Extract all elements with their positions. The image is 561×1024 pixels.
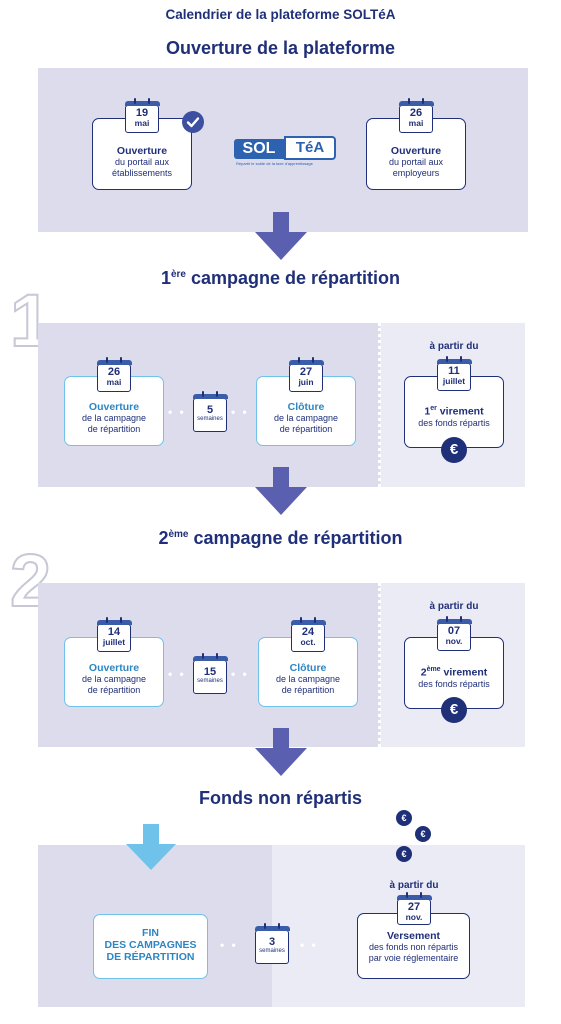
check-icon bbox=[182, 111, 204, 133]
calendar-day: 11 bbox=[448, 365, 460, 377]
section-title-campaign-1: 1ère campagne de répartition bbox=[160, 268, 401, 288]
card-text: des fonds répartis bbox=[418, 417, 490, 428]
logo-tea: TéA bbox=[284, 136, 336, 160]
calendar-icon: 26 mai bbox=[398, 98, 434, 133]
calendar-day: 26 bbox=[409, 107, 423, 119]
down-arrow-icon bbox=[255, 467, 307, 515]
card-title: Ouverture bbox=[390, 145, 442, 157]
dots-separator: • • bbox=[231, 667, 249, 681]
calendar-month: juillet bbox=[102, 637, 126, 647]
card-title: Ouverture bbox=[88, 662, 140, 674]
calendar-icon: 14 juillet bbox=[96, 617, 132, 652]
page-title: Calendrier de la plateforme SOLTéA bbox=[165, 7, 396, 22]
card-text: de la campagne bbox=[81, 674, 147, 684]
calendar-day: 26 bbox=[107, 366, 121, 378]
calendar-month: oct. bbox=[300, 637, 316, 647]
calendar-icon: 27 juin bbox=[288, 357, 324, 392]
dots-separator: • • bbox=[168, 405, 186, 419]
card-title: 1er virement bbox=[424, 405, 484, 418]
section-title-campaign-2: 2ème campagne de répartition bbox=[158, 528, 403, 548]
card-title: Versement bbox=[386, 930, 441, 942]
card-title: Ouverture bbox=[116, 145, 168, 157]
calendar-icon: 26 mai bbox=[96, 357, 132, 392]
euro-coin-icon: € bbox=[441, 437, 467, 463]
card-text: employeurs bbox=[392, 168, 440, 178]
calendar-icon: 11 juillet bbox=[436, 356, 472, 391]
down-arrow-icon bbox=[255, 212, 307, 260]
card-text: du portail aux bbox=[388, 157, 444, 167]
duration-unit: semaines bbox=[259, 948, 285, 954]
soltea-logo: SOL TéA Répartir le solde de la taxe d'a… bbox=[234, 136, 338, 168]
calendar-month: juillet bbox=[442, 376, 466, 386]
calendar-icon: 27 nov. bbox=[396, 892, 432, 925]
dots-separator: • • bbox=[220, 938, 238, 952]
campaign-1-close-card: Clôture de la campagne de répartition bbox=[256, 376, 356, 446]
calendar-month: mai bbox=[134, 118, 150, 128]
duration-calendar-icon: 3 semaines bbox=[254, 923, 290, 964]
calendar-day: 14 bbox=[107, 626, 121, 638]
end-of-campaigns-card: FIN DES CAMPAGNES DE RÉPARTITION bbox=[93, 914, 208, 979]
duration-number: 5 bbox=[206, 404, 214, 416]
card-text: de la campagne bbox=[275, 674, 341, 684]
divider bbox=[378, 323, 381, 487]
dots-separator: • • bbox=[168, 667, 186, 681]
card-text: par voie réglementaire bbox=[368, 953, 459, 963]
duration-calendar-icon: 15 semaines bbox=[192, 653, 228, 694]
card-text: de la campagne bbox=[273, 413, 339, 423]
card-text: de répartition bbox=[279, 424, 333, 434]
card-text: de répartition bbox=[281, 685, 335, 695]
down-arrow-icon bbox=[255, 728, 307, 776]
calendar-day: 27 bbox=[407, 901, 421, 913]
section-title-unallocated: Fonds non répartis bbox=[198, 788, 362, 808]
calendar-day: 27 bbox=[299, 366, 313, 378]
card-text: du portail aux bbox=[114, 157, 170, 167]
calendar-month: nov. bbox=[445, 636, 463, 646]
duration-calendar-icon: 5 semaines bbox=[192, 391, 228, 432]
calendar-month: juin bbox=[298, 377, 314, 387]
card-text: de répartition bbox=[87, 424, 141, 434]
euro-coin-icon: € bbox=[441, 697, 467, 723]
section-title-opening: Ouverture de la plateforme bbox=[165, 38, 396, 58]
card-title: DE RÉPARTITION bbox=[106, 951, 195, 963]
logo-tagline: Répartir le solde de la taxe d'apprentis… bbox=[236, 161, 313, 166]
dots-separator: • • bbox=[300, 938, 318, 952]
euro-coin-icon: € bbox=[396, 846, 412, 862]
calendar-month: mai bbox=[106, 377, 122, 387]
from-date-label: à partir du bbox=[429, 341, 479, 352]
card-title: Clôture bbox=[289, 662, 327, 674]
card-title: Clôture bbox=[287, 401, 325, 413]
divider bbox=[378, 583, 381, 747]
card-text: des fonds répartis bbox=[418, 678, 490, 689]
euro-coin-icon: € bbox=[415, 826, 431, 842]
duration-unit: semaines bbox=[197, 416, 223, 422]
card-title: DES CAMPAGNES bbox=[104, 939, 197, 951]
from-date-label: à partir du bbox=[429, 601, 479, 612]
card-title: Ouverture bbox=[88, 401, 140, 413]
calendar-day: 07 bbox=[447, 625, 461, 637]
down-arrow-light-icon bbox=[126, 824, 176, 870]
calendar-icon: 19 mai bbox=[124, 98, 160, 133]
duration-number: 15 bbox=[203, 666, 217, 678]
card-text: de répartition bbox=[87, 685, 141, 695]
card-title: FIN bbox=[142, 927, 159, 939]
duration-number: 3 bbox=[268, 936, 276, 948]
from-date-label: à partir du bbox=[389, 880, 439, 891]
dots-separator: • • bbox=[231, 405, 249, 419]
card-text: des fonds non répartis bbox=[368, 942, 459, 952]
calendar-month: mai bbox=[408, 118, 424, 128]
card-title: 2ème virement bbox=[420, 666, 488, 679]
calendar-icon: 24 oct. bbox=[290, 617, 326, 652]
logo-sol: SOL bbox=[234, 139, 284, 159]
calendar-month: nov. bbox=[405, 912, 423, 922]
duration-unit: semaines bbox=[197, 678, 223, 684]
calendar-day: 24 bbox=[301, 626, 315, 638]
card-text: de la campagne bbox=[81, 413, 147, 423]
card-text: établissements bbox=[111, 168, 173, 178]
euro-coin-icon: € bbox=[396, 810, 412, 826]
calendar-icon: 07 nov. bbox=[436, 616, 472, 651]
calendar-day: 19 bbox=[135, 107, 149, 119]
